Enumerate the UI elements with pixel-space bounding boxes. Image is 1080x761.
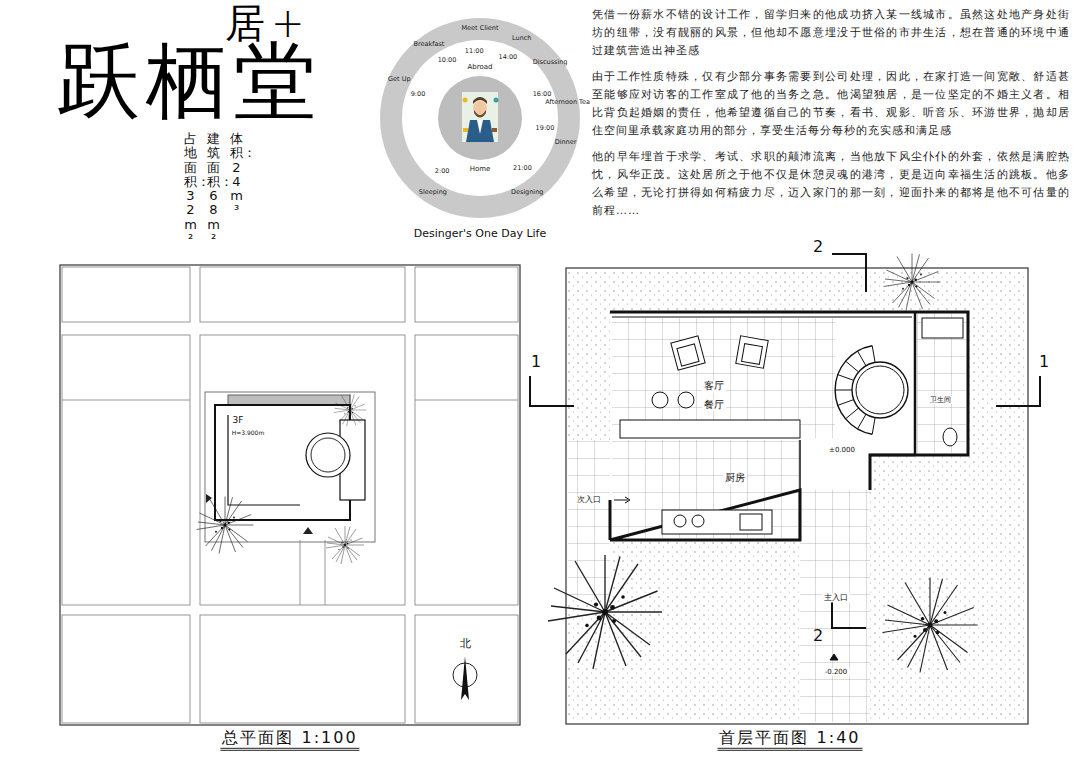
- activity-label: Meet Client: [461, 25, 498, 32]
- north-arrow: [453, 656, 477, 700]
- drawing-caption: 总平面图 1:100: [220, 729, 359, 751]
- area-figure: 体积：24m³: [230, 132, 243, 218]
- time-label: 19:00: [536, 126, 555, 133]
- entrance-label: 主入口: [822, 593, 850, 602]
- story-paragraph: 由于工作性质特殊，仅有少部分事务需要到公司处理，因此，在家打造一间宽敞、舒适甚至…: [592, 68, 1070, 140]
- activity-label: Dinner: [555, 139, 577, 146]
- section-number: 2: [813, 238, 823, 256]
- activity-label: Breakfast: [413, 41, 444, 48]
- floor-tag: 3F: [231, 415, 246, 425]
- circle-caption: Desinger's One Day Life: [414, 228, 546, 241]
- story-paragraph: 凭借一份薪水不错的设计工作，留学归来的他成功挤入某一线城市。虽然这处地产身处街坊…: [592, 6, 1070, 60]
- activity-label: Afternoon Tea: [545, 99, 590, 106]
- room-label: 卫生间: [928, 396, 953, 404]
- activity-label: Home: [470, 165, 491, 173]
- level-mark: -0.200: [823, 668, 850, 676]
- activity-label: Lunch: [512, 36, 531, 43]
- activity-label: Sleeping: [419, 190, 447, 197]
- title-prefix: 居+: [225, 0, 311, 46]
- room-label: 厨房: [723, 472, 747, 484]
- time-label: 2:00: [435, 168, 450, 175]
- drawing-caption: 首层平面图 1:40: [717, 729, 862, 751]
- room-label: 餐厅: [702, 399, 726, 411]
- site-plan: [60, 265, 520, 725]
- height-tag: H=3.900m: [230, 430, 267, 437]
- activity-label: Abroad: [468, 63, 493, 71]
- room-label: 客厅: [702, 380, 726, 392]
- level-mark: ±0.000: [827, 446, 857, 454]
- area-figure: 建筑面积：68m²: [207, 132, 220, 246]
- activity-label: Discussing: [533, 59, 568, 66]
- title-text: 跃栖堂: [58, 34, 322, 128]
- day-circle: [380, 18, 580, 218]
- time-label: 21:00: [513, 165, 532, 172]
- section-number: 1: [1039, 353, 1049, 371]
- time-label: 11:00: [465, 49, 484, 56]
- section-number: 1: [531, 353, 541, 371]
- north-label: 北: [460, 638, 471, 651]
- time-label: 10:00: [438, 57, 457, 64]
- time-label: 9:00: [411, 92, 426, 99]
- site-trees: [197, 394, 367, 564]
- plan-trees: [548, 254, 978, 673]
- story-paragraph: 他的早年埋首于求学、考试、求职的颠沛流离，当他放下风尘仆仆的外套，依然是满腔热忱…: [592, 148, 1070, 220]
- time-label: 16:00: [533, 92, 552, 99]
- area-figure: 占地面积：32m²: [184, 132, 197, 246]
- activity-label: Get Up: [388, 77, 411, 84]
- activity-label: Designing: [511, 190, 544, 197]
- section-number: 2: [813, 627, 823, 645]
- time-label: 14:00: [499, 54, 518, 61]
- floor-plan: [530, 254, 1040, 724]
- entrance-label: 次入口: [575, 495, 603, 504]
